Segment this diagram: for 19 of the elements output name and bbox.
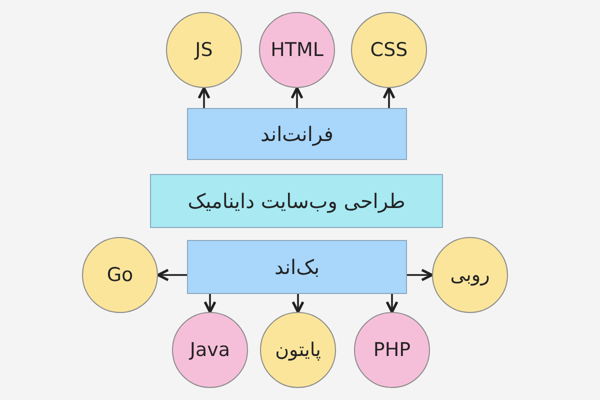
label-circle: پایتون <box>260 312 336 388</box>
arrow <box>290 86 304 108</box>
arrow <box>292 294 304 314</box>
arrow <box>407 268 434 282</box>
label-circle: Java <box>172 312 248 388</box>
arrow <box>156 268 187 282</box>
process-box: بک‌اند <box>187 240 407 294</box>
arrow <box>204 294 216 314</box>
process-box: طراحی وب‌سایت داینامیک <box>150 174 443 228</box>
label-circle: Go <box>82 237 158 313</box>
label-circle: PHP <box>354 312 430 388</box>
process-box: فرانت‌اند <box>187 108 407 160</box>
arrow <box>382 86 396 108</box>
label-circle: روبی <box>432 237 508 313</box>
label-circle: CSS <box>351 12 427 88</box>
arrow <box>386 294 398 314</box>
arrow <box>198 86 210 108</box>
label-circle: HTML <box>259 12 335 88</box>
label-circle: JS <box>166 12 242 88</box>
